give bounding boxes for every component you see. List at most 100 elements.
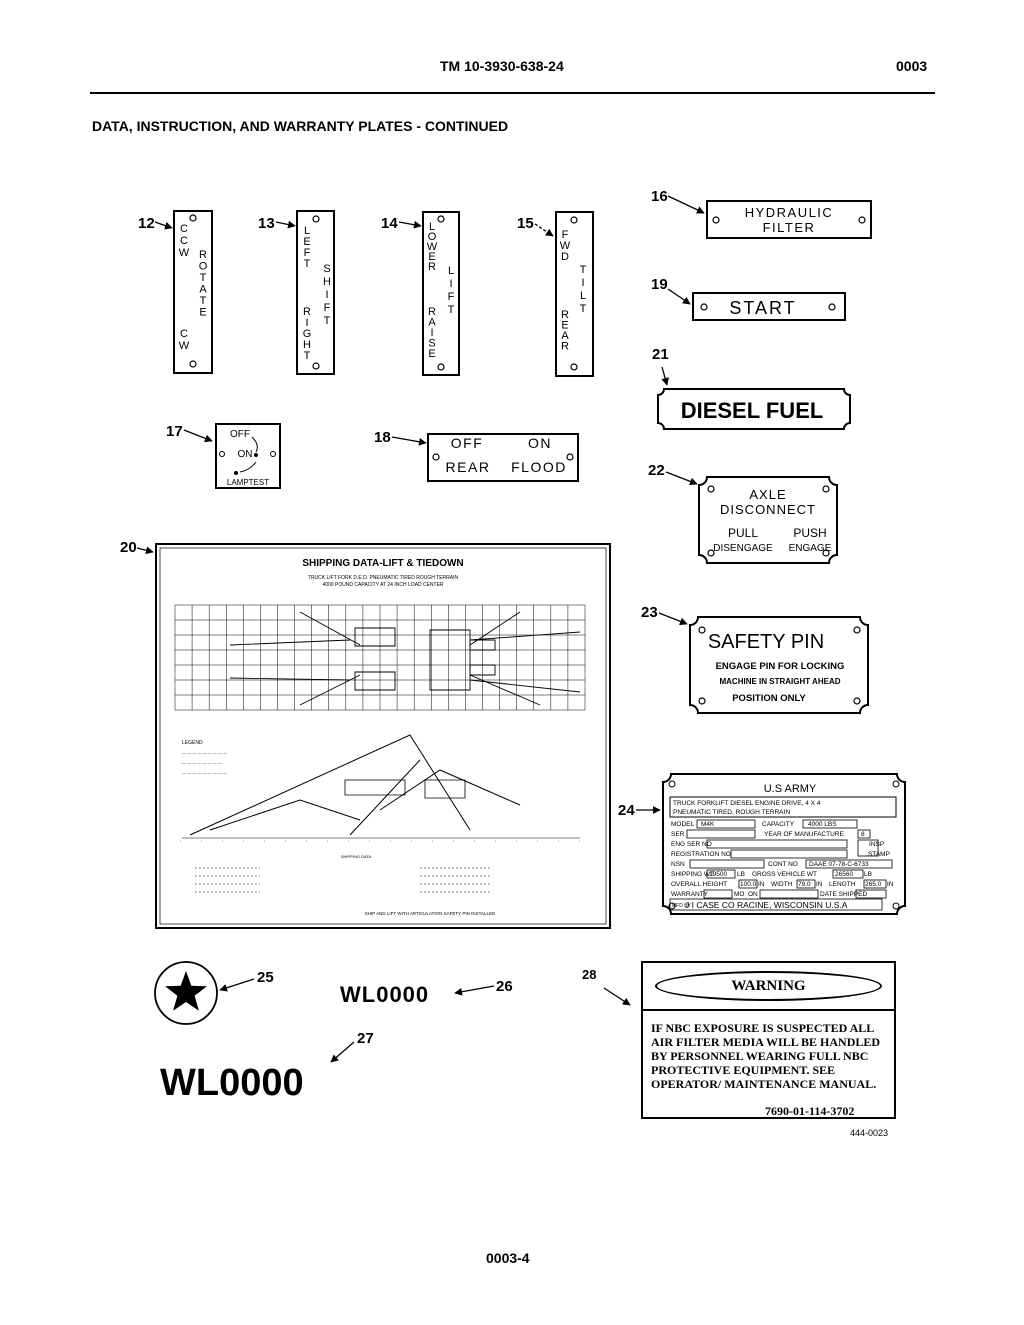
svg-text:ON: ON [748,891,758,898]
svg-text:CONT NO: CONT NO [768,861,798,868]
plate-13-left-letter: E [303,236,310,248]
plate-12-ccw-letter: W [179,247,190,259]
plate-18-rear: REAR [446,459,491,475]
star-decal: 25 [154,961,274,1025]
plate-17-off: OFF [230,429,250,440]
plate-14-lift-letter: F [448,291,455,303]
svg-text:CAPACITY: CAPACITY [762,821,795,828]
plate-22: 22 AXLE DISCONNECT PULL PUSH DISENGAGE E… [648,462,838,564]
star-icon [154,961,218,1025]
truck-outline [469,639,496,651]
plate-23: 23 SAFETY PIN ENGAGE PIN FOR LOCKING MAC… [641,604,869,714]
plate-18-flood: FLOOD [511,459,567,475]
plate-22-line2: DISCONNECT [720,502,816,517]
callout-25: 25 [257,969,274,986]
plate-13-right-letter: R [303,306,311,318]
plate-12-rotate-letter: A [199,284,207,296]
plate-27: 27 WL0000 [160,1030,374,1104]
svg-text:4000 LBS: 4000 LBS [808,821,837,828]
callout-18: 18 [374,429,391,446]
plate-26-text: WL0000 [340,982,429,1007]
svg-text:SER: SER [671,831,685,838]
plate-27-text: WL0000 [160,1062,304,1104]
plate-24-title: U.S ARMY [764,783,817,795]
truck-outline [469,664,496,676]
plate-12-cw-letter: W [179,340,190,352]
header-rule [90,92,935,94]
plate-12-cw-letter: C [180,328,188,340]
plate-12-ccw: CCW [179,223,190,259]
plate-17-on: ON [238,449,253,460]
plate-16-line1: HYDRAULIC [745,205,834,220]
plate-22-engage: ENGAGE [789,543,832,554]
svg-text:M4K: M4K [701,821,715,828]
plate-14-lower-letter: R [428,261,436,273]
plate-15-fwd-letter: F [562,229,569,241]
callout-19: 19 [651,276,668,293]
plate-15-fwd-letter: D [561,251,569,263]
plate-15-rear-letter: A [561,330,569,342]
plate-15-tilt-letter: I [581,277,584,289]
plate-12-ccw-letter: C [180,235,188,247]
plate-14-raise-letter: R [428,306,436,318]
plate-12-ccw-letter: C [180,223,188,235]
section-title: DATA, INSTRUCTION, AND WARRANTY PLATES -… [92,118,509,134]
svg-text:LENGTH: LENGTH [829,881,856,888]
warning-plate-28: WARNING IF NBC EXPOSURE IS SUSPECTED ALL… [641,961,896,1119]
callout-23: 23 [641,604,658,621]
svg-text:— — — — — — — — —: — — — — — — — — — [182,750,227,755]
svg-text:GROSS VEHICLE WT: GROSS VEHICLE WT [752,871,817,878]
plate-12-cw: CW [179,328,190,352]
plate-17: 17 OFF ON LAMPTEST [166,423,281,489]
plate-16: 16 HYDRAULIC FILTER [651,188,872,239]
plate-15-tilt-letter: L [580,290,586,302]
plate-15-fwd: FWD [560,229,571,263]
svg-text:ENG SER NO: ENG SER NO [671,841,712,848]
figure-id: 444-0023 [850,1128,889,1138]
plate-13-right-letter: H [303,339,311,351]
svg-text:DAAE 07-78-C-6733: DAAE 07-78-C-6733 [809,861,869,868]
svg-text:SHIPPING WT: SHIPPING WT [671,871,714,878]
plate-24: 24 U.S ARMY TRUCK FORKLIFT DIESEL ENGINE… [618,773,906,915]
callout-13: 13 [258,215,275,232]
plate-17-lamptest: LAMPTEST [227,478,269,487]
svg-text:J I CASE CO RACINE, WISCONSIN: J I CASE CO RACINE, WISCONSIN U.S.A [685,900,848,910]
plate-14-lift: LIFT [448,265,455,316]
callout-26: 26 [496,978,513,995]
svg-text:MFD BY: MFD BY [672,903,692,909]
plate-12-rotate-letter: T [200,295,207,307]
warning-nsn: 7690-01-114-3702 [765,1104,855,1118]
plate-15-rear-letter: R [561,341,569,353]
plate-13-right-letter: T [304,350,311,362]
plate-26: WL0000 26 [340,978,513,1007]
plate-23-line1: SAFETY PIN [708,631,824,653]
plate-20-legend: LEGEND [182,740,203,746]
plate-22-push: PUSH [793,526,826,540]
plate-16-line2: FILTER [763,220,816,235]
warning-heading: WARNING [655,971,882,1001]
tm-number: TM 10-3930-638-24 [440,58,564,74]
callout-28: 28 [582,967,596,982]
svg-text:MODEL: MODEL [671,821,695,828]
plate-15-rear-letter: R [561,309,569,321]
svg-text:STAMP: STAMP [868,851,890,858]
truck-outline [429,629,471,691]
plate-13-left-letter: F [304,247,311,259]
plate-14: 14 [381,211,460,376]
plate-18-on: ON [528,435,552,451]
plate-20-subtitle1: TRUCK LIFT FORK D.E.D. PNEUMATIC TIRED R… [308,575,459,581]
plate-20-title: SHIPPING DATA-LIFT & TIEDOWN [302,558,463,569]
callout-24: 24 [618,802,635,819]
svg-text:NSN: NSN [671,861,685,868]
plate-22-pull: PULL [728,526,758,540]
callout-21: 21 [652,346,669,363]
plate-15-fwd-letter: W [560,240,571,252]
svg-text:WARRANTY: WARRANTY [671,891,709,898]
svg-text:YEAR OF MANUFACTURE: YEAR OF MANUFACTURE [764,831,844,838]
